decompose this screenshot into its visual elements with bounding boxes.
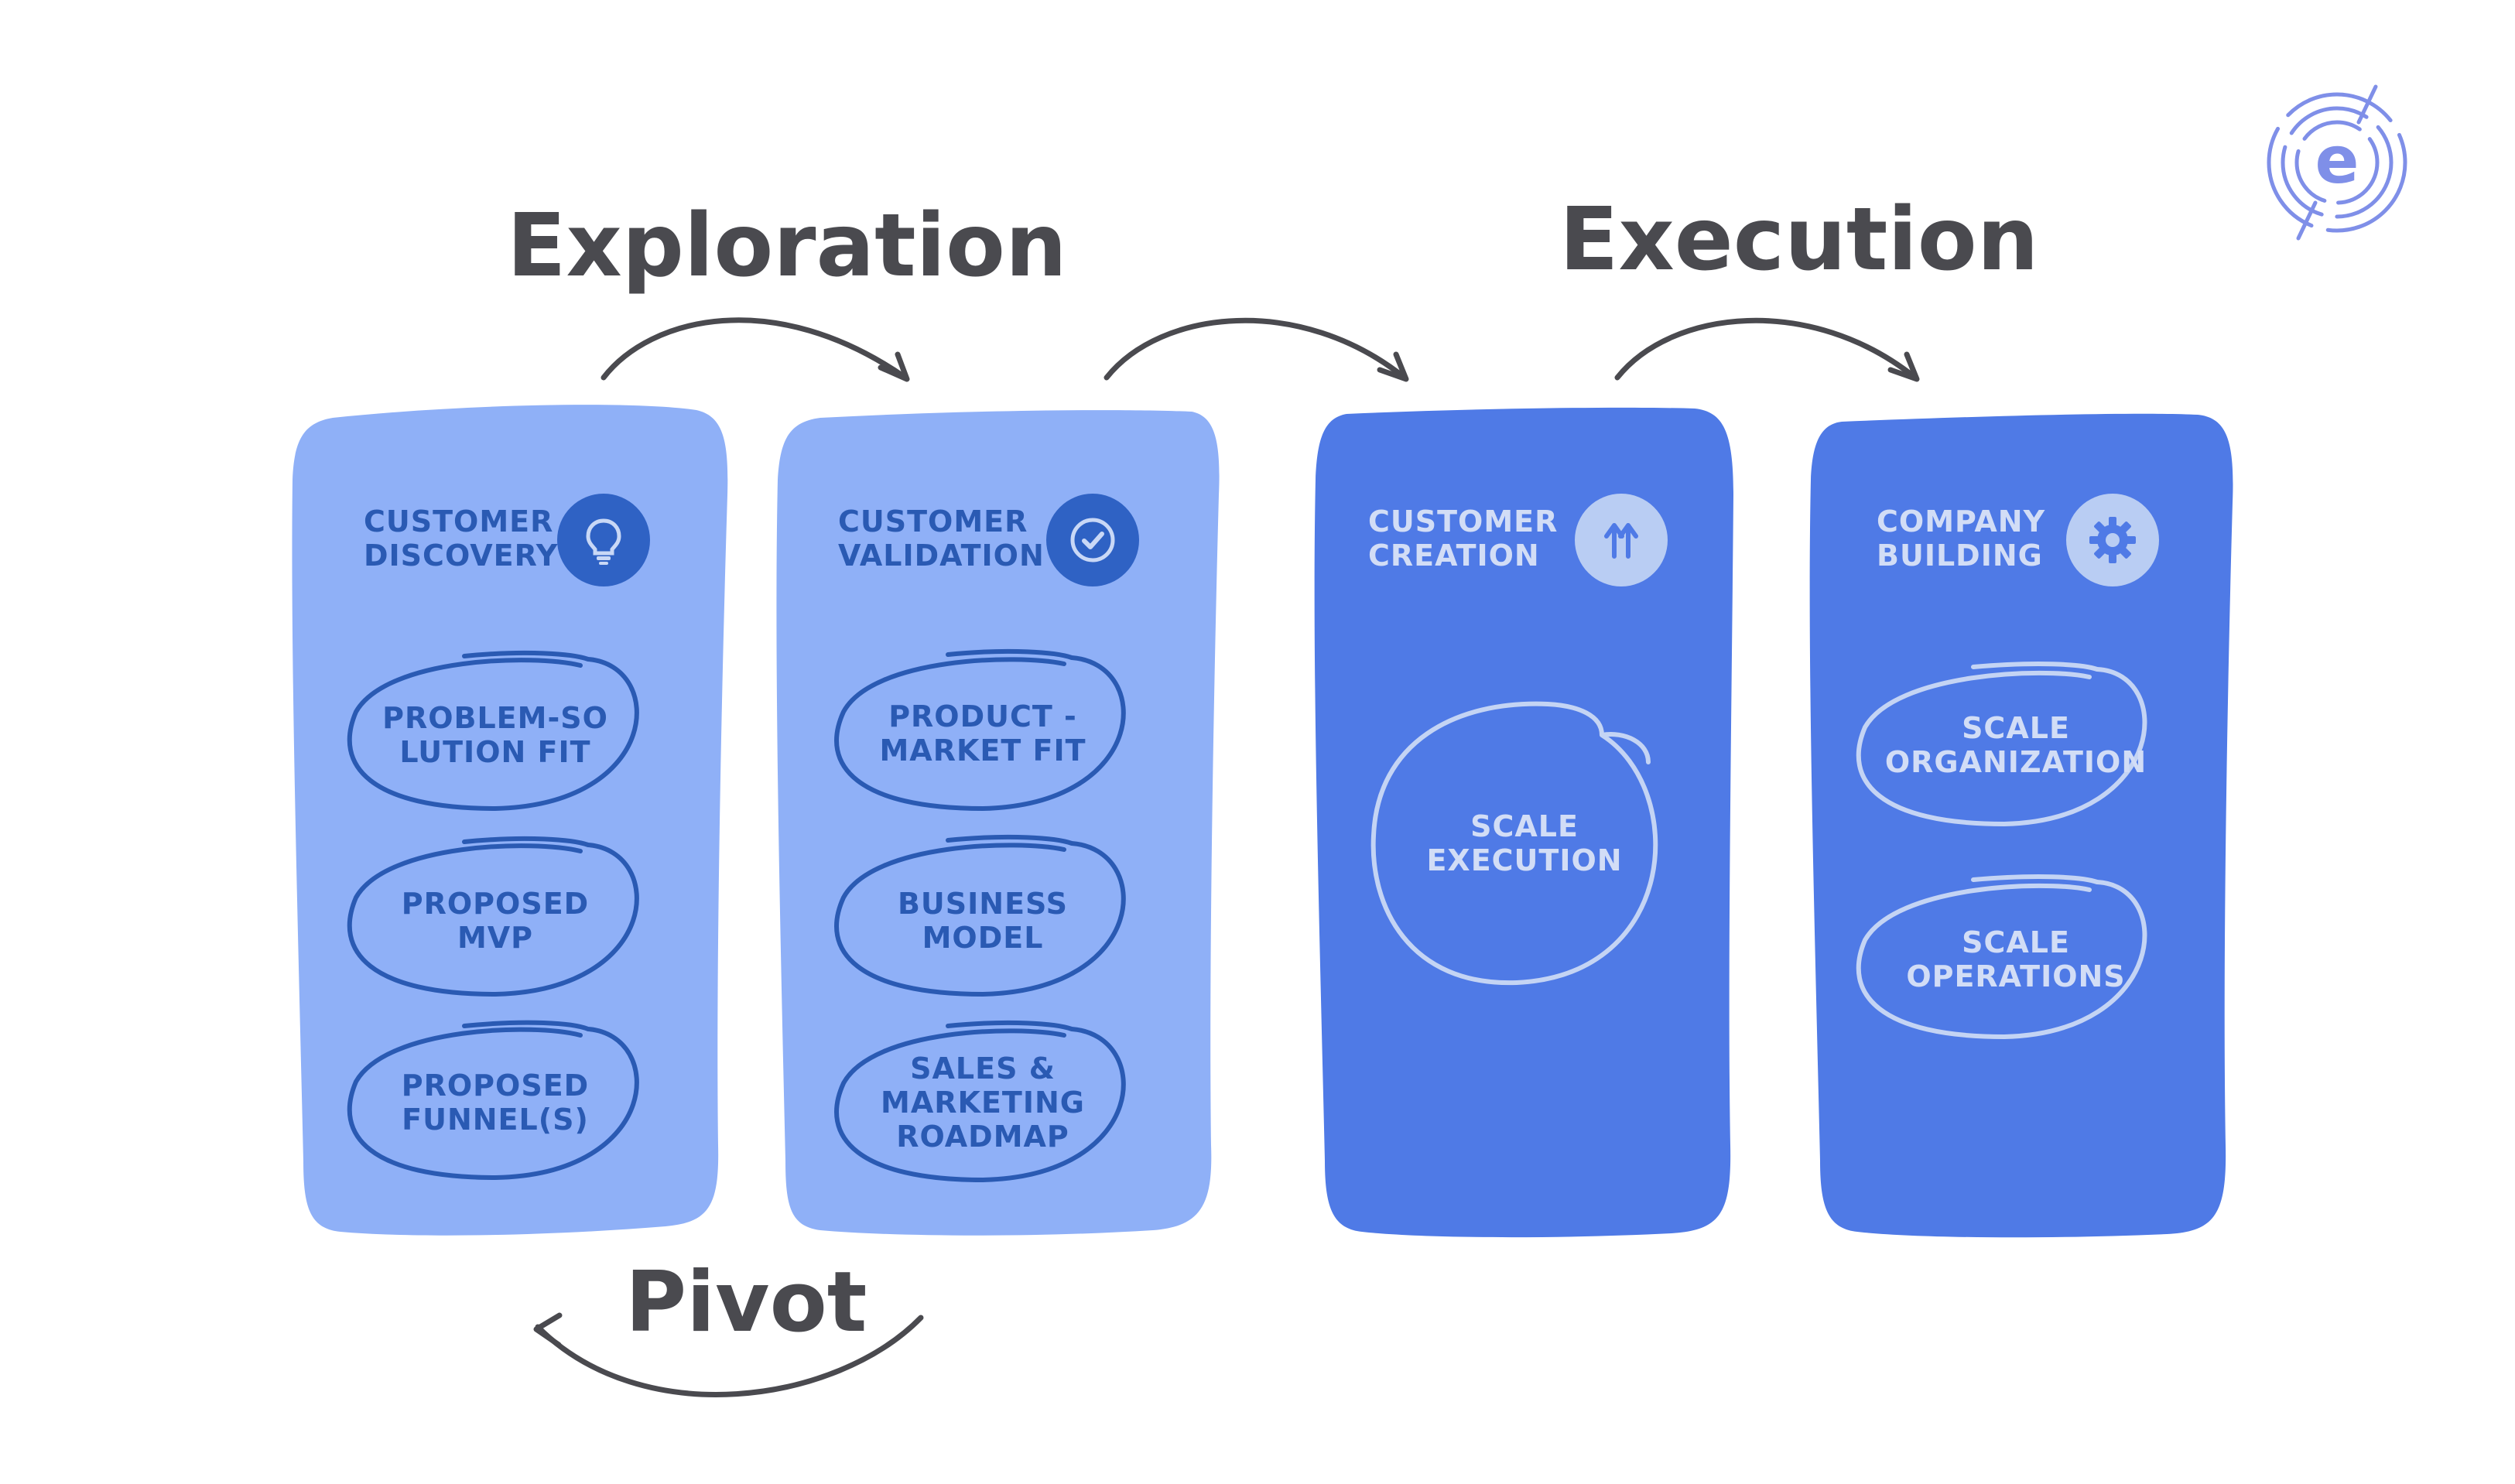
milestone-line: MODEL bbox=[922, 921, 1044, 955]
up-arrows-icon bbox=[1604, 523, 1638, 559]
card-customer-creation bbox=[1314, 407, 1733, 1238]
arrow-head-2 bbox=[1377, 351, 1409, 382]
milestone-line: MVP bbox=[457, 921, 534, 955]
card-title-line: VALIDATION bbox=[838, 539, 1045, 573]
e-logo-icon: e bbox=[2267, 84, 2407, 241]
checkmark-icon bbox=[1070, 518, 1115, 562]
milestone-line: PROPOSED bbox=[401, 1069, 590, 1103]
milestone-line: FUNNEL(S) bbox=[402, 1103, 589, 1137]
exploration-heading: Exploration bbox=[507, 196, 1067, 296]
up-arrows-badge bbox=[1575, 494, 1668, 586]
card-customer-validation bbox=[776, 410, 1220, 1236]
arrow-head-1 bbox=[878, 351, 910, 382]
arrow-head-pivot bbox=[533, 1312, 563, 1348]
loop-scale-execution bbox=[1370, 701, 1658, 986]
milestone-line: OPERATIONS bbox=[1906, 959, 2126, 993]
checkmark-badge bbox=[1046, 494, 1139, 586]
milestone-product-market-fit: PRODUCT -MARKET FIT bbox=[851, 679, 1114, 788]
arrow-validation-to-creation bbox=[1104, 317, 1408, 381]
card-title-line: COMPANY bbox=[1877, 504, 2046, 539]
card-title-customer-validation: CUSTOMER VALIDATION bbox=[838, 504, 1045, 573]
milestone-line: ROADMAP bbox=[896, 1120, 1069, 1154]
card-title-line: DISCOVERY bbox=[364, 539, 559, 573]
card-title-company-building: COMPANY BUILDING bbox=[1877, 504, 2045, 573]
milestone-line: PROBLEM-SO bbox=[382, 701, 608, 735]
milestone-line: SCALE bbox=[1962, 711, 2070, 745]
card-title-line: CUSTOMER bbox=[364, 504, 554, 539]
card-title-customer-discovery: CUSTOMER DISCOVERY bbox=[364, 504, 558, 573]
loop-sales-marketing-roadmap bbox=[834, 1020, 1126, 1183]
milestone-line: LUTION FIT bbox=[399, 735, 591, 769]
loop-scale-organization bbox=[1856, 662, 2147, 827]
logo-letter: e bbox=[2315, 122, 2359, 198]
milestone-line: PRODUCT - bbox=[888, 699, 1077, 733]
loop-scale-operations bbox=[1856, 874, 2147, 1040]
milestone-line: SCALE bbox=[1470, 809, 1579, 843]
arrow-head-3 bbox=[1887, 351, 1920, 382]
loop-proposed-mvp bbox=[347, 836, 639, 997]
card-title-line: BUILDING bbox=[1877, 539, 2043, 573]
card-title-line: CREATION bbox=[1368, 539, 1540, 573]
lightbulb-icon bbox=[586, 518, 621, 565]
arrow-creation-to-building bbox=[1614, 317, 1918, 381]
card-title-line: CUSTOMER bbox=[838, 504, 1028, 539]
milestone-line: ORGANIZATION bbox=[1884, 745, 2147, 779]
card-title-customer-creation: CUSTOMER CREATION bbox=[1368, 504, 1558, 573]
milestone-line: MARKET FIT bbox=[879, 733, 1086, 768]
loop-business-model bbox=[834, 834, 1126, 997]
lightbulb-badge bbox=[557, 494, 650, 586]
milestone-line: PROPOSED bbox=[401, 887, 590, 921]
loop-problem-solution bbox=[347, 650, 639, 812]
milestone-line: SALES & bbox=[910, 1051, 1056, 1086]
arrow-pivot bbox=[535, 1315, 924, 1397]
milestone-line: MARKETING bbox=[881, 1086, 1085, 1120]
card-title-line: CUSTOMER bbox=[1368, 504, 1559, 539]
gear-icon bbox=[2089, 517, 2136, 563]
arrow-discovery-to-validation bbox=[601, 317, 908, 381]
gear-badge bbox=[2066, 494, 2159, 586]
milestone-line: EXECUTION bbox=[1426, 843, 1623, 877]
pivot-heading: Pivot bbox=[625, 1254, 867, 1351]
milestone-line: BUSINESS bbox=[897, 887, 1069, 921]
execution-heading: Execution bbox=[1559, 190, 2039, 290]
milestone-line: SCALE bbox=[1962, 925, 2070, 959]
card-company-building bbox=[1809, 413, 2233, 1238]
loop-proposed-funnels bbox=[347, 1020, 639, 1181]
loop-product-market-fit bbox=[834, 648, 1126, 812]
card-customer-discovery bbox=[292, 405, 728, 1236]
